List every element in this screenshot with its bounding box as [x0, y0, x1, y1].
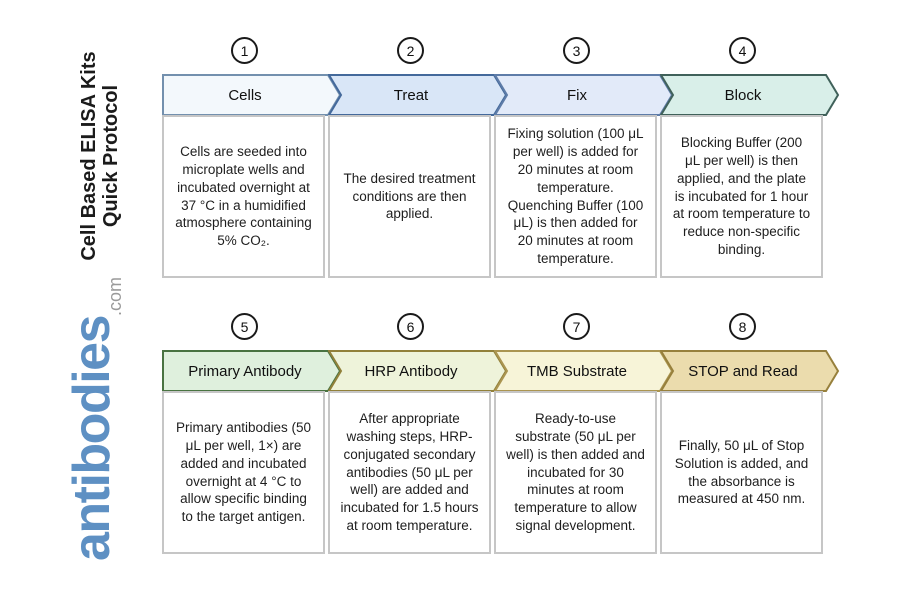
- step-arrow-label: HRP Antibody: [364, 362, 458, 380]
- step-description: Cells are seeded into microplate wells a…: [175, 143, 312, 249]
- step-number: 1: [240, 42, 249, 59]
- step-description: Ready-to-use substrate (50 μL per well) …: [506, 410, 645, 534]
- step-arrow-shape: [660, 74, 840, 116]
- step-description-box: Primary antibodies (50 μL per well, 1×) …: [162, 391, 325, 554]
- step-number-badge: 5: [231, 313, 258, 340]
- step-number: 7: [572, 318, 581, 335]
- step-description-box: Fixing solution (100 μL per well) is add…: [494, 115, 657, 278]
- step-description-box: Finally, 50 μL of Stop Solution is added…: [660, 391, 823, 554]
- step-cell: 8 STOP and Read Finally, 50 μL of Stop S…: [660, 313, 840, 554]
- step-arrow-label: Treat: [393, 86, 429, 104]
- step-number: 4: [738, 42, 747, 59]
- step-number-badge: 6: [397, 313, 424, 340]
- step-cell: 4 Block Blocking Buffer (200 μL per well…: [660, 37, 840, 278]
- step-cell: 7 TMB Substrate Ready-to-use substrate (…: [494, 313, 674, 554]
- step-description: Finally, 50 μL of Stop Solution is added…: [674, 437, 809, 507]
- step-description: Primary antibodies (50 μL per well, 1×) …: [175, 419, 312, 525]
- vertical-page-title: Cell Based ELISA Kits Quick Protocol: [78, 51, 122, 260]
- step-number-badge: 7: [563, 313, 590, 340]
- step-number: 5: [240, 318, 249, 335]
- step-cell: 2 Treat The desired treatment conditions…: [328, 37, 508, 278]
- step-arrow-label: Fix: [567, 86, 587, 104]
- step-arrow-label: Cells: [228, 86, 262, 104]
- step-description-box: Cells are seeded into microplate wells a…: [162, 115, 325, 278]
- step-description: Fixing solution (100 μL per well) is add…: [507, 125, 644, 267]
- brand-logo-tld: .com: [105, 276, 125, 316]
- step-number-badge: 8: [729, 313, 756, 340]
- step-description: Blocking Buffer (200 μL per well) is the…: [672, 134, 811, 258]
- page-title-line2: Quick Protocol: [100, 84, 122, 228]
- step-number-badge: 2: [397, 37, 424, 64]
- step-arrow-label: STOP and Read: [688, 362, 798, 380]
- step-cell: 3 Fix Fixing solution (100 μL per well) …: [494, 37, 674, 278]
- step-description: After appropriate washing steps, HRP-con…: [340, 410, 479, 534]
- step-number: 8: [738, 318, 747, 335]
- step-arrow-label: Block: [724, 86, 762, 104]
- step-cell: 6 HRP Antibody After appropriate washing…: [328, 313, 508, 554]
- step-cell: 1 Cells Cells are seeded into microplate…: [162, 37, 342, 278]
- step-cell: 5 Primary Antibody Primary antibodies (5…: [162, 313, 342, 554]
- step-description-box: Ready-to-use substrate (50 μL per well) …: [494, 391, 657, 554]
- step-number: 2: [406, 42, 415, 59]
- step-number-badge: 3: [563, 37, 590, 64]
- page-title-line1: Cell Based ELISA Kits: [78, 51, 100, 261]
- step-arrow-label: TMB Substrate: [526, 362, 628, 380]
- step-number-badge: 1: [231, 37, 258, 64]
- step-description: The desired treatment conditions are the…: [343, 170, 476, 222]
- step-description-box: After appropriate washing steps, HRP-con…: [328, 391, 491, 554]
- step-arrow-shape: [660, 350, 840, 392]
- step-description-box: The desired treatment conditions are the…: [328, 115, 491, 278]
- brand-logo: antibodies.com: [63, 276, 125, 562]
- step-number-badge: 4: [729, 37, 756, 64]
- step-arrow-label: Primary Antibody: [188, 362, 302, 380]
- step-number: 3: [572, 42, 581, 59]
- step-number: 6: [406, 318, 415, 335]
- step-description-box: Blocking Buffer (200 μL per well) is the…: [660, 115, 823, 278]
- brand-logo-wordmark: antibodies: [63, 315, 121, 562]
